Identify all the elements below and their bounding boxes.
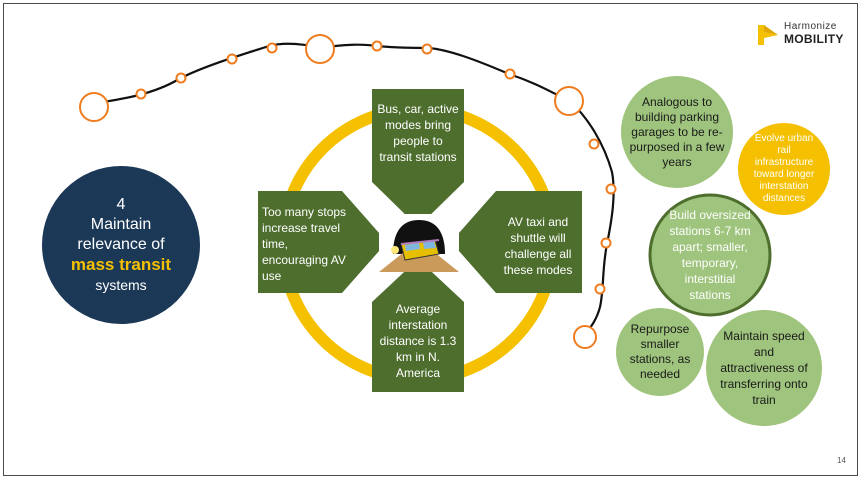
station-large-3 [554,86,584,116]
arrow-bottom-text: Average interstation distance is 1.3 km … [379,302,457,380]
page-number: 14 [837,456,846,465]
bubble-repurpose-shape [616,308,704,396]
station-large-1 [79,92,109,122]
bubble-speed-shape [706,310,822,426]
arrow-top-text: Bus, car, active modes bring people to t… [377,102,459,164]
slide: Harmonize MOBILITY 4 Maintain relevance … [3,3,858,476]
section-title-oval: 4 Maintain relevance of mass transit sys… [42,166,200,324]
station-small-8 [588,138,600,150]
station-small-11 [594,283,606,295]
arrow-bottom-shape [372,259,464,392]
station-large-2 [305,34,335,64]
bubble-repurpose: Repurpose smaller stations, as needed [616,308,704,396]
bubble-repurpose-text: Repurpose smaller stations, as needed [629,322,691,381]
station-small-4 [266,42,278,54]
title-line-3: systems [95,277,147,293]
arrow-right-text: AV taxi and shuttle will challenge all t… [503,215,573,277]
bubble-stations-text: Build oversized stations 6-7 km apart; s… [669,208,751,302]
bubble-stations-shape [648,193,772,317]
harmonize-mobility-logo: Harmonize MOBILITY [756,21,851,51]
tunnel-train-icon [379,214,459,272]
bubble-rail: Evolve urban rail infrastructure toward … [738,123,830,215]
logo-text-bottom: MOBILITY [784,32,844,46]
arrow-left-shape [258,191,387,293]
title-line-1: Maintain [90,216,152,233]
logo-mark-icon [758,25,778,45]
section-number: 4 [116,196,126,213]
bubble-parking-shape [621,76,733,188]
station-small-2 [175,72,187,84]
station-small-5 [371,40,383,52]
station-large-4 [573,325,597,349]
arrow-top-shape [372,89,464,227]
bubble-rail-text: Evolve urban rail infrastructure toward … [753,133,815,204]
title-line-2: relevance of [77,236,165,253]
station-small-10 [600,237,612,249]
station-small-9 [605,183,617,195]
station-small-7 [504,68,516,80]
bubble-speed-text: Maintain speed and attractiveness of tra… [720,329,808,407]
station-small-1 [135,88,147,100]
arrow-right-shape [451,191,582,293]
bubble-speed: Maintain speed and attractiveness of tra… [706,310,822,426]
bubble-parking-text: Analogous to building parking garages to… [629,94,725,169]
arrow-left-text: Too many stops increase travel time, enc… [262,205,347,283]
title-highlight: mass transit [70,255,172,274]
bubble-rail-shape [738,123,830,215]
station-small-3 [226,53,238,65]
transit-line-graphic [79,34,830,426]
station-small-6 [421,43,433,55]
bubble-stations: Build oversized stations 6-7 km apart; s… [650,195,770,315]
bubble-parking: Analogous to building parking garages to… [621,76,733,188]
logo-text-top: Harmonize [784,21,837,32]
